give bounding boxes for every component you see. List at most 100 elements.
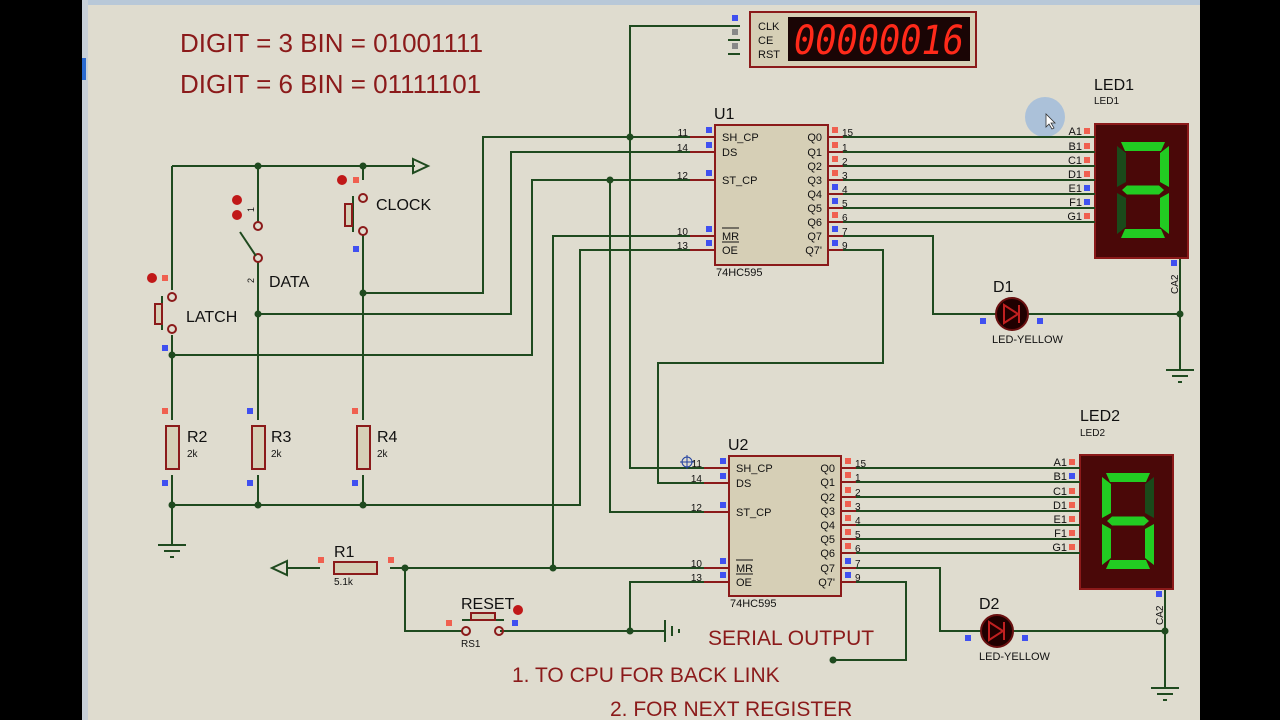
pin-state-indicator [1069, 459, 1075, 465]
switch-state-icon[interactable] [513, 605, 523, 615]
u1-pin-number: 11 [678, 128, 689, 139]
counter-pin-ce: CE [758, 35, 773, 47]
u2-pin-number: 6 [855, 544, 861, 555]
u1-pin-number: 1 [842, 143, 848, 154]
data-pin2: 2 [246, 278, 256, 283]
pin-state-indicator [720, 572, 726, 578]
u2-pin-number: 11 [692, 459, 703, 470]
switch-state-icon[interactable] [232, 210, 242, 220]
pin-state-indicator [706, 142, 712, 148]
led2-segment-g [1107, 516, 1149, 526]
pin-state-indicator [720, 502, 726, 508]
u1-pin-label: OE [722, 245, 738, 257]
clock-pushbutton[interactable]: CLOCK [337, 175, 431, 252]
u1-pin-label: Q1 [807, 147, 822, 159]
latch-pushbutton[interactable]: LATCH [147, 273, 237, 351]
switch-state-icon[interactable] [147, 273, 157, 283]
ground-icon [1151, 687, 1179, 701]
switch-state-icon[interactable] [337, 175, 347, 185]
note-digit-6: DIGIT = 6 BIN = 01111101 [180, 69, 481, 99]
pin-state-indicator [832, 226, 838, 232]
reset-pushbutton[interactable]: RESET RS1 [446, 596, 523, 650]
data-label: DATA [269, 274, 310, 291]
led1-pin-label: D1 [1068, 169, 1082, 181]
pin-state-indicator [1069, 488, 1075, 494]
led2-segment-d [1106, 560, 1150, 569]
u1-pin-number: 9 [842, 241, 848, 252]
u2-pin-number: 4 [855, 516, 861, 527]
pin-state-indicator [832, 127, 838, 133]
u2-pin-number: 15 [855, 459, 867, 470]
sidebar-scroll-indicator[interactable] [82, 58, 86, 80]
r3-ref: R3 [271, 429, 292, 446]
u2-pin-label: SH_CP [736, 463, 773, 475]
u2-pin-label: Q0 [820, 463, 835, 475]
d2-led-yellow[interactable]: D2 LED-YELLOW [965, 596, 1051, 663]
counter-display: 00000016 [794, 18, 964, 64]
note-serial-output: SERIAL OUTPUT [708, 627, 874, 650]
sheet-background [82, 0, 1200, 720]
u2-ref: U2 [728, 437, 749, 454]
u2-pin-label: Q3 [820, 506, 835, 518]
pin-state-indicator [832, 240, 838, 246]
counter-pin-clk: CLK [758, 21, 780, 33]
led2-segment-e [1102, 524, 1111, 565]
u2-pin-number: 10 [691, 559, 703, 570]
pin-state-indicator [1069, 544, 1075, 550]
led2-segment-a [1106, 473, 1150, 482]
r1-ref: R1 [334, 544, 355, 561]
note-cpu-back-link: 1. TO CPU FOR BACK LINK [512, 664, 780, 687]
pin-state-indicator [832, 156, 838, 162]
pin-state-indicator [1084, 157, 1090, 163]
note-digit-3: DIGIT = 3 BIN = 01001111 [180, 28, 483, 58]
led2-part: LED2 [1080, 428, 1105, 439]
ground-icon [1166, 369, 1194, 383]
u2-pin-label: Q1 [820, 477, 835, 489]
data-toggle-switch[interactable]: 1 2 DATA [232, 195, 310, 291]
pin-state-indicator [1084, 128, 1090, 134]
d1-led-yellow[interactable]: D1 LED-YELLOW [980, 279, 1064, 346]
data-pin1: 1 [246, 207, 256, 212]
pin-state-indicator [832, 184, 838, 190]
led1-part: LED1 [1094, 96, 1119, 107]
cursor-highlight [1025, 97, 1065, 137]
u2-pin-number: 7 [855, 559, 861, 570]
u2-pin-label: Q5 [820, 534, 835, 546]
led1-pin-label: C1 [1068, 155, 1082, 167]
led1-segment-a [1121, 142, 1165, 151]
switch-state-icon[interactable] [232, 195, 242, 205]
u2-pin-number: 14 [691, 474, 703, 485]
u2-pin-label: ST_CP [736, 507, 771, 519]
led1-segment-d [1121, 229, 1165, 238]
u1-pin-number: 6 [842, 213, 848, 224]
u1-pin-number: 5 [842, 199, 848, 210]
pin-state-indicator [720, 458, 726, 464]
pin-state-indicator [845, 572, 851, 578]
led2-segment-c [1145, 524, 1154, 565]
u2-pin-label: Q6 [820, 548, 835, 560]
led2-segment-b [1145, 477, 1154, 518]
r2-value: 2k [187, 449, 199, 460]
led2-segment-f [1102, 477, 1111, 518]
r1-resistor[interactable]: R1 5.1k [318, 544, 394, 588]
pin-state-indicator [1084, 199, 1090, 205]
window-left-edge [82, 0, 88, 720]
u2-shift-register[interactable]: U2 74HC595 [728, 437, 842, 610]
note-next-register: 2. FOR NEXT REGISTER [610, 698, 852, 720]
led2-pin-label: E1 [1054, 514, 1067, 526]
counter-pin-rst: RST [758, 49, 780, 61]
power-terminal-icon [412, 157, 431, 175]
u2-pin-label: Q2 [820, 492, 835, 504]
u2-pin-number: 9 [855, 573, 861, 584]
r2-resistor[interactable]: R2 2k [162, 408, 208, 486]
pin-state-indicator [1069, 473, 1075, 479]
r3-resistor[interactable]: R3 2k [247, 408, 292, 486]
u1-pin-number: 7 [842, 227, 848, 238]
r4-resistor[interactable]: R4 2k [352, 408, 398, 486]
counter-timer[interactable]: 00000016 CLK CE RST [732, 11, 977, 68]
u2-pin-label: Q7' [818, 577, 835, 589]
led2-pin-label: A1 [1054, 457, 1067, 469]
led1-pin-label: B1 [1069, 141, 1082, 153]
u1-pin-label: MR [722, 231, 739, 243]
